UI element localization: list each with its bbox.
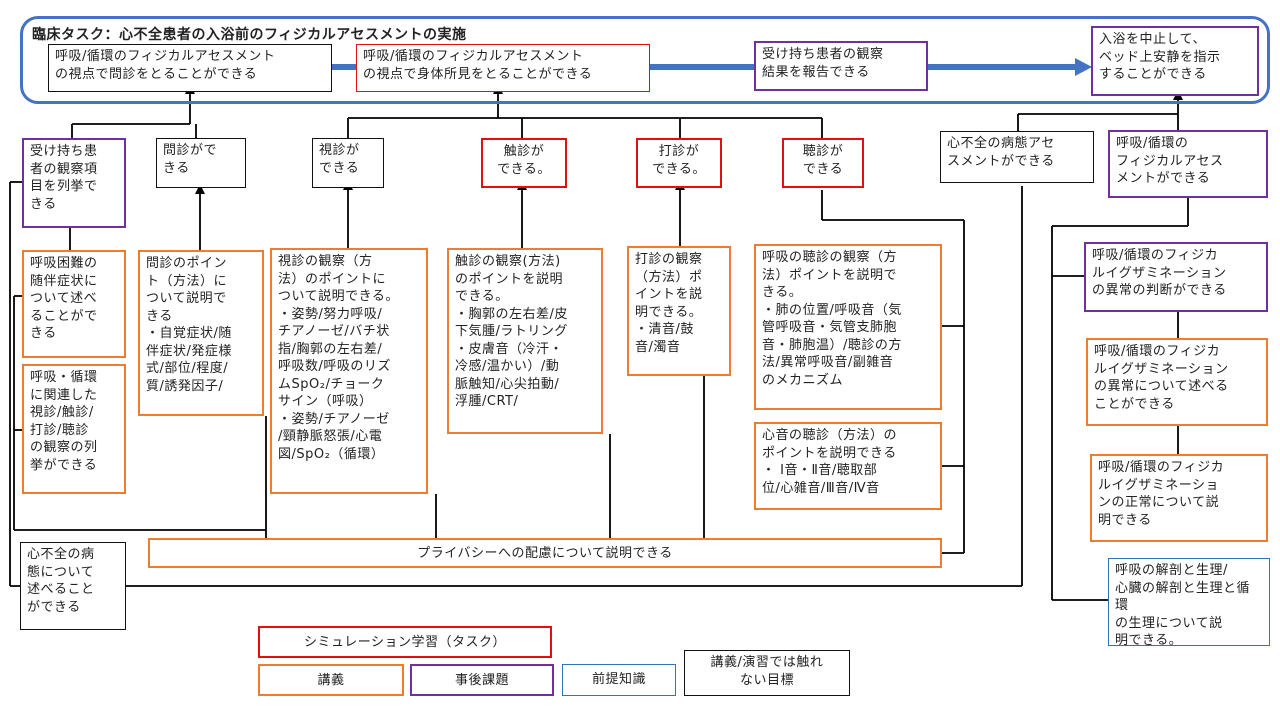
hf-assessment-box: 心不全の病態アセ スメントができる <box>940 131 1094 183</box>
inspection-box: 視診が できる <box>312 138 384 188</box>
percussion-box: 打診が できる。 <box>636 138 722 188</box>
goal-interview: 呼吸/循環のフィジカルアセスメント の視点で問診をとることができる <box>48 44 332 92</box>
palpation-box: 触診が できる。 <box>481 138 567 188</box>
hf-describe-box: 心不全の病 態について 述べること ができる <box>20 542 126 630</box>
heart-sounds-box: 心音の聴診（方法）の ポイントを説明できる ・ Ⅰ音・Ⅱ音/聴取部 位/心雑音/… <box>754 422 942 510</box>
legend-lecture: 講義 <box>258 664 404 696</box>
page-title: 臨床タスク：心不全患者の入浴前のフィジカルアセスメントの実施 <box>32 27 467 43</box>
legend-not-target: 講義/演習では触れ ない目標 <box>684 650 850 696</box>
breath-sounds-box: 呼吸の聴診の観察（方 法）ポイントを説明で きる。 ・肺の位置/呼吸音（気 管呼… <box>754 244 942 410</box>
normal-explain-box: 呼吸/循環のフィジカ ルイグザミネーショ ンの正常について説 明できる <box>1090 454 1268 542</box>
interview-points-box: 問診のポイン ト（方法）に ついて説明で きる ・自覚症状/随 伴症状/発症様 … <box>138 250 264 416</box>
inspection-points-box: 視診の観察（方 法）のポイントに ついて説明できる。 ・姿勢/努力呼吸/ チアノ… <box>270 248 428 494</box>
task-frame <box>20 16 1270 104</box>
abnormal-judge-box: 呼吸/循環のフィジカ ルイグザミネーション の異常の判断ができる <box>1084 242 1268 312</box>
abnormal-describe-box: 呼吸/循環のフィジカ ルイグザミネーション の異常について述べる ことができる <box>1086 338 1268 426</box>
goal-report: 受け持ち患者の観察 結果を報告できる <box>754 41 928 91</box>
observe-list-box: 受け持ち患 者の観察項 目を列挙で きる <box>22 138 126 228</box>
related-observation-box: 呼吸・循環 に関連した 視診/触診/ 打診/聴診 の観察の列 挙ができる <box>22 364 126 494</box>
legend-homework: 事後課題 <box>410 664 554 696</box>
palpation-points-box: 触診の観察(方法) のポイントを説明 できる。 ・胸郭の左右差/皮 下気腫/ラト… <box>447 248 603 434</box>
legend-simulation: シミュレーション学習（タスク） <box>258 626 552 658</box>
dyspnea-box: 呼吸困難の 随伴症状に ついて述べ ることがで きる <box>22 250 126 358</box>
goal-physical-findings: 呼吸/循環のフィジカルアセスメント の視点で身体所見をとることができる <box>356 44 650 92</box>
physical-assessment-box: 呼吸/循環の フィジカルアセス メントができる <box>1108 130 1268 198</box>
progress-arrow-head <box>1075 58 1092 76</box>
arrowhead-up <box>195 184 205 194</box>
auscultation-box: 聴診が できる <box>782 138 864 188</box>
privacy-box: プライバシーへの配慮について説明できる <box>148 538 942 568</box>
anatomy-box: 呼吸の解剖と生理/ 心臓の解剖と生理と循環 の生理について説 明できる。 <box>1108 558 1270 648</box>
legend-prerequisite: 前提知識 <box>562 664 676 696</box>
interview-box: 問診がで きる <box>156 138 246 188</box>
goal-stop-bath: 入浴を中止して、 ベッド上安静を指示 することができる <box>1091 26 1259 96</box>
percussion-points-box: 打診の観察 （方法）ポ イントを説 明できる。 ・清音/鼓 音/濁音 <box>627 246 731 376</box>
